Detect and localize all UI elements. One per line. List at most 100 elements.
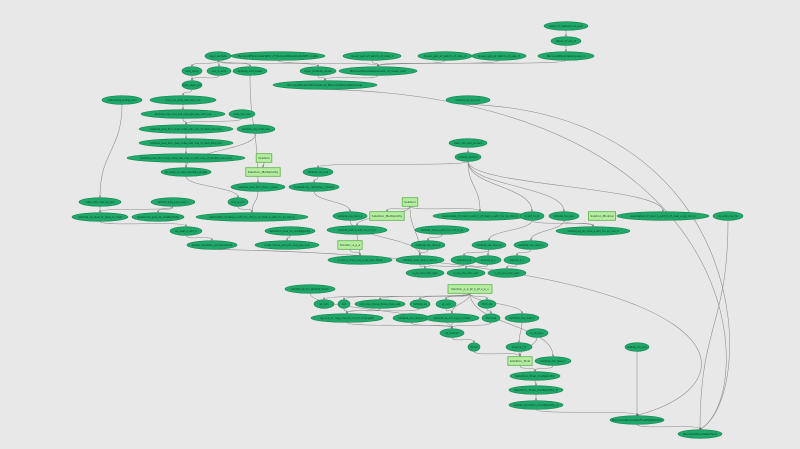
graph-node[interactable]: lambda_pow_four_dual_c_base [230, 182, 286, 192]
graph-node[interactable]: expmul_a_b [450, 255, 478, 265]
graph-node-box[interactable]: Solution_a_p_a [337, 240, 363, 250]
node-label: BernoulliParameterFinalMultiplicity [612, 418, 662, 422]
graph-node[interactable]: cube_add_cube_sq_mul [78, 197, 122, 207]
graph-node[interactable]: c_pq_one_mul_sqrt [487, 268, 527, 278]
graph-node[interactable]: lambda_pow_four_dual_cube_sub_one_or_add… [126, 153, 246, 163]
graph-node[interactable]: sq_dual_a_add_b [169, 226, 203, 236]
graph-node[interactable]: lambda_pow_four_dual_cube_add_one_of_dua… [138, 138, 234, 148]
graph-node-box[interactable]: Solution_final [507, 356, 533, 366]
graph-node[interactable]: sq_num [435, 299, 457, 309]
graph-node[interactable]: expmul_f_h [505, 342, 533, 352]
graph-node[interactable]: lambda_pow_four_dual_cube_sub_one_of_dua… [138, 124, 234, 134]
graph-edge [251, 191, 259, 213]
graph-node[interactable]: formula [477, 299, 497, 309]
node-shape [138, 138, 234, 148]
graph-node[interactable]: lambda_primed [454, 152, 482, 162]
graph-node[interactable]: lambda_add_linear [232, 66, 268, 76]
graph-node[interactable]: pos_re_mu [227, 197, 249, 207]
graph-edge [488, 220, 533, 241]
graph-node[interactable]: embedding_lookup_sum [101, 95, 143, 105]
graph-node[interactable]: lambda_res_dual_h [392, 313, 430, 323]
graph-node[interactable]: lambda_dual_a_add_mu_mul_b [326, 225, 388, 235]
graph-node-box[interactable]: Solution_Multiplicity [369, 211, 405, 221]
graph-node[interactable]: lambda_res_dual_f [504, 313, 540, 323]
graph-node[interactable]: lambda_pow_dual_a_add_b [395, 255, 445, 265]
graph-node[interactable]: a_pq_one_mul_sqrt [405, 268, 445, 278]
graph-node-box[interactable]: Solution [255, 153, 273, 163]
graph-node[interactable]: lambda_res_dual_c [513, 240, 549, 250]
graph-node[interactable]: final [467, 342, 481, 352]
graph-node[interactable]: layer_lambda_linear [299, 66, 337, 76]
graph-node[interactable]: Solution_pos_to_multiplicity [264, 226, 316, 236]
graph-node[interactable]: lambda_sq_dual_or_dual_or_dual [71, 212, 129, 222]
graph-node[interactable]: BernoulliParameterFinalMultiplicity [609, 415, 665, 425]
graph-node[interactable]: BernoulliParameterLinear_1 [537, 51, 595, 61]
graph-node[interactable]: beta_mul_one_primed [448, 138, 488, 148]
graph-node[interactable]: lambda_res_dual_h [534, 356, 572, 366]
graph-node[interactable]: linear_get_at_batch_of_size_1 [342, 51, 402, 61]
graph-node-box[interactable]: Solution_Minimal [588, 211, 617, 221]
graph-node[interactable]: nom [337, 299, 351, 309]
graph-node[interactable]: b_sq_zero [525, 328, 549, 338]
graph-node[interactable]: lambda_mu_zero [548, 211, 580, 221]
graph-node[interactable]: lambda_sq_mu_lambda_fourth [284, 284, 336, 294]
graph-node[interactable]: emb_apply_pos [181, 80, 203, 90]
graph-node[interactable]: lambda_sq_res_sum [445, 95, 491, 105]
graph-node[interactable]: lambda_res_dual_a [332, 211, 368, 221]
graph-node[interactable]: lambda_dual_a_add_mu_mul_b_sq [414, 225, 470, 235]
graph-node-box[interactable]: Solution_Multiplicity [245, 167, 281, 177]
graph-node[interactable]: linear_get_at_batch_of_size_3 [471, 51, 527, 61]
graph-node[interactable]: pos_in_emb [206, 66, 232, 76]
node-label: lambda_res_one [308, 170, 329, 174]
graph-node[interactable]: a_add_mu_b [519, 211, 545, 221]
graph-node[interactable]: not_pos_minus_three_dual_sub [354, 299, 406, 309]
graph-node[interactable]: lambda_res_dual_sub [236, 124, 276, 134]
graph-node[interactable]: expmul_b_c [503, 255, 531, 265]
graph-node[interactable]: lambda_sq [409, 299, 431, 309]
graph-node[interactable]: associated_of_dual_a_add_b_of_dual_a_sq_… [616, 211, 710, 221]
graph-node[interactable]: res_add_one_mu [712, 211, 744, 221]
graph-node[interactable]: associated_of_dual_a_add_mu_mul_b_of_dua… [195, 212, 309, 222]
graph-node[interactable]: Solution_final_multiplicity [509, 371, 561, 381]
graph-node[interactable]: exists_Solution_of_Solution0 [186, 240, 238, 250]
graph-node[interactable]: sq_one_or_neg_one_of_ord_of_conjugate [310, 313, 384, 323]
graph-node[interactable]: lambda_mu_zero [624, 342, 650, 352]
graph-node[interactable]: multiplicity_lambda_c_finder [288, 182, 340, 192]
graph-node[interactable]: lambda_res_one [302, 167, 334, 177]
graph-node[interactable]: lambda_dual_mul_sub_one_sub_pos_add_one [140, 109, 226, 119]
graph-node[interactable]: lambda_sq_div_neg_b_mixed [424, 313, 480, 323]
graph-node[interactable]: associated_of_dual_a_add_b_of_dual_a_add… [432, 211, 528, 221]
graph-node[interactable]: Solution_final_multiplicity_ll [508, 385, 564, 395]
node-shape [401, 197, 419, 207]
graph-node[interactable]: sq_num [313, 299, 335, 309]
graph-node[interactable]: BernoulliParameterLinear_of_linear_add [338, 66, 418, 76]
graph-node[interactable]: BernoulliParameterWith_of_BernoulliParam… [230, 51, 326, 61]
graph-node[interactable]: Solution1_pos_to_multiplicity [131, 212, 185, 222]
graph-node[interactable]: linear_get_at_batch_of_size_2 [417, 51, 473, 61]
graph-node[interactable]: lambda_pow_pow_dual_c [150, 197, 196, 207]
graph-node-box[interactable]: Solution_p_a_pf_a_pf_a_p_u [447, 284, 493, 294]
graph-node[interactable]: BernoulliParameterLinear_of_BernoulliPar… [272, 80, 378, 90]
graph-node[interactable]: formula [481, 313, 501, 323]
graph-node[interactable]: expmul_a_c [474, 255, 502, 265]
graph-node-box[interactable]: Solution [401, 197, 419, 207]
graph-node[interactable]: label_of_nk_id [550, 36, 582, 46]
graph-node[interactable]: sq_summed [439, 328, 465, 338]
graph-node[interactable]: at_cube_is_cube_lambda_single [160, 167, 212, 177]
graph-node[interactable]: label_of_network_no_pad [543, 21, 589, 31]
graph-node[interactable]: multi_minus_pos_pos_one_pos_one [254, 240, 320, 250]
graph-node[interactable]: BernoulliParameterFinal [677, 429, 723, 439]
graph-node[interactable]: exists_Solution_multiplicity_ll [508, 400, 564, 410]
graph-node[interactable]: layer_lambda [204, 51, 232, 61]
graph-node[interactable]: b_pq_one_mul_sqrt [446, 268, 486, 278]
node-shape [206, 66, 232, 76]
graph-node[interactable]: emb_apply [181, 66, 203, 76]
node-shape [230, 182, 286, 192]
graph-node[interactable]: cube_sub_one [228, 109, 256, 119]
node-layer: label_of_network_no_pad label_of_nk_idBer… [71, 21, 744, 439]
graph-node[interactable]: lambda_res_dual_a [471, 240, 507, 250]
graph-node[interactable]: lambda_sq_mu_dual_a_add_mu_sq_mul_b [555, 226, 631, 236]
graph-node[interactable]: a_mul_p_mul_a_sq_a_sq_pow_three [327, 255, 393, 265]
graph-node[interactable]: lambda_res_dual_b [410, 240, 446, 250]
graph-node[interactable]: dual_pos_emb_add_add_one [149, 95, 217, 105]
